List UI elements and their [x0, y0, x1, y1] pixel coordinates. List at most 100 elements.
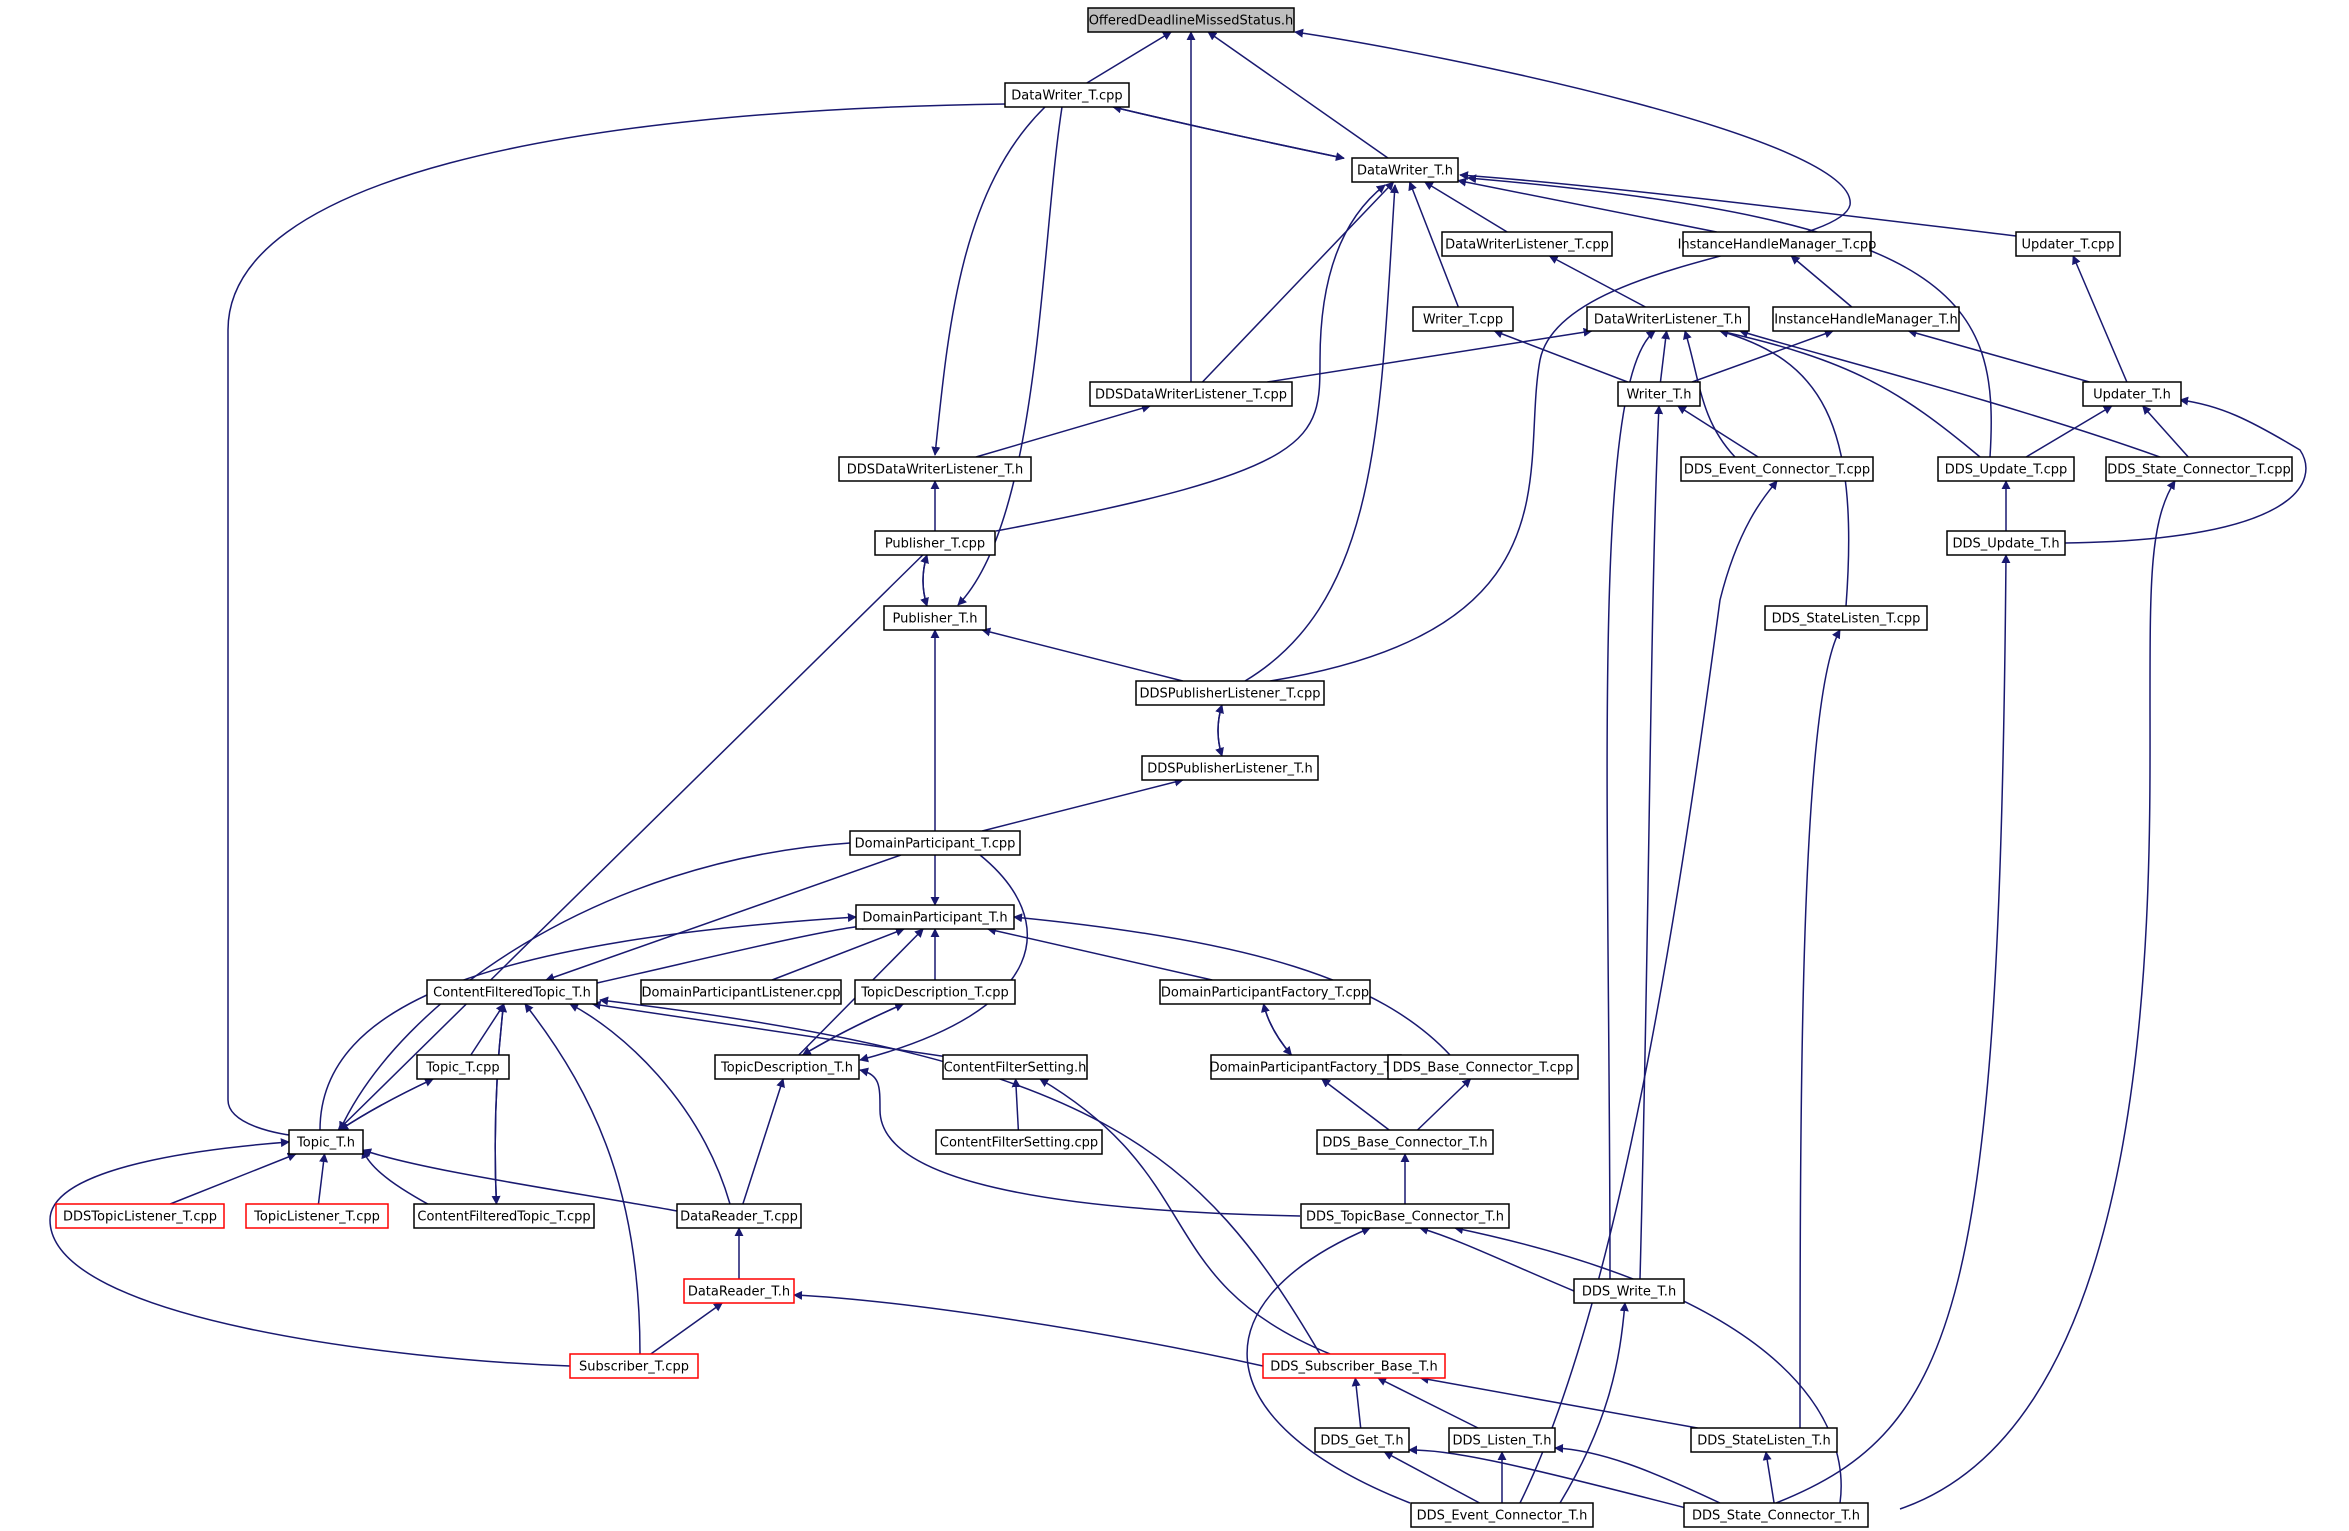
node-bccpp[interactable]: DDS_Base_Connector_T.cpp — [1387, 1054, 1579, 1080]
edge-pubcpp-to-pubh — [920, 554, 929, 607]
node-label: DDSDataWriterListener_T.cpp — [1095, 388, 1287, 403]
node-dwh[interactable]: DataWriter_T.h — [1351, 157, 1459, 183]
edge-cfth-to-cftcpp — [491, 1003, 505, 1205]
node-cfth[interactable]: ContentFilteredTopic_T.h — [426, 979, 598, 1005]
node-box — [935, 1129, 1103, 1155]
edge-sch-to-sccpp — [1899, 480, 2176, 1510]
node-box — [1004, 82, 1130, 108]
node-dwlcpp[interactable]: DataWriterListener_T.cpp — [1441, 231, 1613, 257]
edge-tdcpp-to-tdh — [801, 1003, 904, 1056]
node-label: OfferedDeadlineMissedStatus.h — [1089, 14, 1294, 29]
node-box — [426, 979, 598, 1005]
node-bch[interactable]: DDS_Base_Connector_T.h — [1316, 1129, 1494, 1155]
node-cfscpp[interactable]: ContentFilterSetting.cpp — [935, 1129, 1103, 1155]
edge-ech-to-evcpp — [1519, 480, 1778, 1504]
node-topcpp[interactable]: Topic_T.cpp — [416, 1054, 510, 1080]
edge-dwcpp-to-pubh — [957, 106, 1063, 606]
node-wcpp[interactable]: Writer_T.cpp — [1412, 306, 1514, 332]
node-ech[interactable]: DDS_Event_Connector_T.h — [1410, 1502, 1594, 1528]
node-tbch[interactable]: DDS_TopicBase_Connector_T.h — [1300, 1203, 1510, 1229]
node-dplcpp[interactable]: DomainParticipantListener.cpp — [640, 979, 842, 1005]
edge-subcpp-to-cfth — [524, 1003, 641, 1355]
edge-sch-to-tbch — [1454, 1225, 1842, 1504]
node-dwlh[interactable]: DataWriterListener_T.h — [1586, 306, 1750, 332]
node-updcpp[interactable]: Updater_T.cpp — [2015, 231, 2121, 257]
node-label: Writer_T.cpp — [1423, 313, 1503, 328]
node-sccpp[interactable]: DDS_State_Connector_T.cpp — [2105, 456, 2293, 482]
node-drh[interactable]: DataReader_T.h — [683, 1278, 795, 1304]
edge-cfth-to-dph — [596, 921, 871, 984]
node-ddsdwlh[interactable]: DDSDataWriterListener_T.h — [838, 456, 1032, 482]
edge-evcpp-to-dwlh — [1683, 330, 1736, 458]
node-tdcpp[interactable]: TopicDescription_T.cpp — [854, 979, 1016, 1005]
node-drcpp[interactable]: DataReader_T.cpp — [676, 1203, 802, 1229]
node-label: ContentFilterSetting.cpp — [940, 1136, 1098, 1151]
node-cfsh[interactable]: ContentFilterSetting.h — [942, 1054, 1088, 1080]
node-tdh[interactable]: TopicDescription_T.h — [714, 1054, 860, 1080]
node-box — [942, 1054, 1088, 1080]
node-sbh[interactable]: DDS_Subscriber_Base_T.h — [1262, 1353, 1446, 1379]
node-cftcpp[interactable]: ContentFilteredTopic_T.cpp — [413, 1203, 595, 1229]
node-sch[interactable]: DDS_State_Connector_T.h — [1683, 1502, 1869, 1528]
edge-toph-to-topcpp — [339, 1078, 434, 1131]
node-ddsplh[interactable]: DDSPublisherListener_T.h — [1141, 755, 1319, 781]
node-ddsplcpp[interactable]: DDSPublisherListener_T.cpp — [1135, 680, 1325, 706]
node-box — [1617, 381, 1701, 407]
edge-bch-to-dpfh — [1321, 1078, 1390, 1131]
node-ihmcpp[interactable]: InstanceHandleManager_T.cpp — [1678, 231, 1877, 257]
edge-wh-to-wcpp — [1493, 329, 1628, 383]
edge-toph-to-dph — [319, 913, 857, 1131]
node-box — [874, 530, 996, 556]
node-subcpp[interactable]: Subscriber_T.cpp — [569, 1353, 699, 1379]
node-pubh[interactable]: Publisher_T.h — [883, 605, 987, 631]
edge-tlcpp-to-toph — [317, 1153, 329, 1205]
node-ddsdwlcpp[interactable]: DDSDataWriterListener_T.cpp — [1089, 381, 1293, 407]
node-evcpp[interactable]: DDS_Event_Connector_T.cpp — [1680, 456, 1874, 482]
node-label: DDS_StateListen_T.cpp — [1772, 612, 1921, 627]
edge-tbch-to-tdh — [859, 1067, 1301, 1217]
node-tlcpp[interactable]: TopicListener_T.cpp — [245, 1203, 389, 1229]
node-label: TopicListener_T.cpp — [253, 1210, 380, 1225]
node-box — [854, 979, 1016, 1005]
edge-updcpp-to-dwh — [1459, 171, 2017, 237]
node-label: DDS_State_Connector_T.h — [1692, 1509, 1860, 1524]
node-box — [1135, 680, 1325, 706]
node-dwrh[interactable]: DDS_Write_T.h — [1573, 1278, 1685, 1304]
node-dpfcpp[interactable]: DomainParticipantFactory_T.cpp — [1159, 979, 1371, 1005]
node-listh[interactable]: DDS_Listen_T.h — [1448, 1427, 1556, 1453]
edge-ddsplcpp-to-odms — [1269, 28, 1851, 682]
node-label: DDS_Event_Connector_T.cpp — [1684, 463, 1870, 478]
edge-dwcpp-to-odms — [1086, 31, 1172, 84]
node-label: DDS_State_Connector_T.cpp — [2107, 463, 2290, 478]
edge-ech-to-geth — [1383, 1451, 1480, 1504]
node-dpcpp[interactable]: DomainParticipant_T.cpp — [849, 830, 1021, 856]
node-odms[interactable]: OfferedDeadlineMissedStatus.h — [1087, 7, 1295, 33]
node-geth[interactable]: DDS_Get_T.h — [1314, 1427, 1410, 1453]
node-box — [1351, 157, 1459, 183]
node-dwcpp[interactable]: DataWriter_T.cpp — [1004, 82, 1130, 108]
node-label: DDS_Base_Connector_T.h — [1322, 1136, 1487, 1151]
edge-ddstlcpp-to-toph — [169, 1152, 297, 1205]
node-ihmh[interactable]: InstanceHandleManager_T.h — [1772, 306, 1960, 332]
edge-geth-to-sbh — [1351, 1377, 1362, 1429]
node-wh[interactable]: Writer_T.h — [1617, 381, 1701, 407]
node-pubcpp[interactable]: Publisher_T.cpp — [874, 530, 996, 556]
node-label: DataReader_T.cpp — [680, 1210, 798, 1225]
node-ddstlcpp[interactable]: DDSTopicListener_T.cpp — [55, 1203, 225, 1229]
node-dph[interactable]: DomainParticipant_T.h — [855, 904, 1015, 930]
node-updh[interactable]: Updater_T.h — [2082, 381, 2182, 407]
node-slh[interactable]: DDS_StateListen_T.h — [1690, 1427, 1838, 1453]
node-label: DataWriterListener_T.h — [1594, 313, 1742, 328]
node-box — [1937, 456, 2075, 482]
edge-dpfcpp-to-dph — [986, 926, 1213, 981]
node-toph[interactable]: Topic_T.h — [288, 1129, 364, 1155]
edge-slh-to-sbh — [1419, 1375, 1698, 1429]
edge-ddsplcpp-to-dwh — [1244, 184, 1399, 682]
node-duh[interactable]: DDS_Update_T.h — [1946, 530, 2066, 556]
edge-sbh-to-cfth — [599, 996, 1321, 1355]
node-dpfh[interactable]: DomainParticipantFactory_T.h — [1210, 1054, 1403, 1080]
node-slcpp[interactable]: DDS_StateListen_T.cpp — [1764, 605, 1928, 631]
node-label: DDSPublisherListener_T.h — [1147, 762, 1313, 777]
edge-dpcpp-to-ddsplh — [982, 777, 1184, 832]
node-ducpp[interactable]: DDS_Update_T.cpp — [1937, 456, 2075, 482]
